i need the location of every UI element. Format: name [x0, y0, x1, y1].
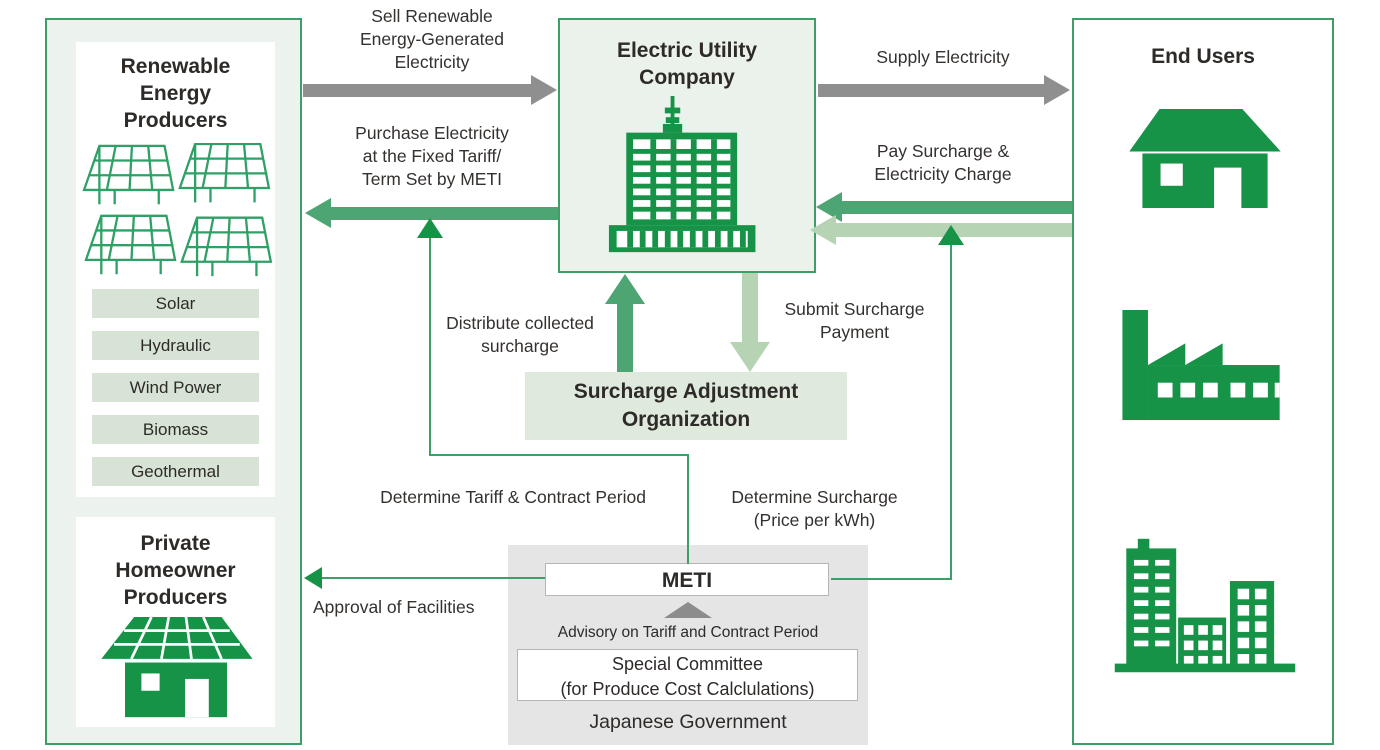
sell-electricity-arrow [303, 75, 557, 105]
surcharge-arrowhead-icon [938, 225, 964, 245]
source-chip-biomass: Biomass [92, 414, 259, 444]
special-committee-box: Special Committee (for Produce Cost Calc… [517, 649, 858, 701]
electric-utility-box: Electric Utility Company [558, 18, 816, 273]
supply-label: Supply Electricity [876, 47, 1010, 67]
producers-panel: Renewable Energy Producers [45, 18, 302, 745]
determine-tariff-label: Determine Tariff & Contract Period [380, 487, 646, 507]
tariff-connector-horizontal [429, 454, 689, 456]
renewable-producers-card: Renewable Energy Producers [76, 42, 275, 497]
approval-connector-horizontal [320, 577, 545, 579]
purchase-label: Purchase Electricity at the Fixed Tariff… [355, 123, 509, 190]
source-chip-geothermal: Geothermal [92, 456, 259, 486]
renewable-producers-title: Renewable Energy Producers [120, 55, 231, 132]
surcharge-connector-vertical [950, 244, 952, 580]
end-users-title: End Users [1151, 45, 1255, 68]
surcharge-organization-box: Surcharge Adjustment Organization [525, 372, 847, 440]
approval-label: Approval of Facilities [313, 597, 475, 617]
electric-utility-title: Electric Utility Company [616, 39, 758, 89]
factory-icon [1122, 310, 1280, 421]
source-chip-hydraulic: Hydraulic [92, 330, 259, 360]
surcharge-organization-title: Surcharge Adjustment Organization [573, 380, 799, 431]
advisory-arrow-icon [664, 602, 712, 618]
purchase-electricity-arrow [305, 198, 558, 228]
tariff-arrowhead-icon [417, 218, 443, 238]
utility-building-icon [608, 95, 756, 252]
end-user-house-icon [1129, 109, 1281, 208]
sell-label: Sell Renewable Energy-Generated Electric… [360, 6, 504, 73]
meti-box: METI [545, 563, 829, 596]
determine-surcharge-label: Determine Surcharge (Price per kWh) [731, 487, 898, 531]
pay-label: Pay Surcharge & Electricity Charge [874, 141, 1012, 185]
source-chip-solar: Solar [92, 288, 259, 318]
tariff-connector-vertical [429, 237, 431, 456]
japanese-government-label: Japanese Government [589, 711, 787, 733]
solar-array-icon [82, 142, 272, 277]
tariff-connector-to-meti [687, 454, 689, 564]
advisory-label: Advisory on Tariff and Contract Period [557, 624, 819, 641]
private-producers-title: Private Homeowner Producers [115, 532, 236, 609]
japanese-government-box: METI Advisory on Tariff and Contract Per… [508, 545, 868, 745]
surcharge-connector-horizontal [831, 578, 952, 580]
source-list: Solar Hydraulic Wind Power Biomass Geoth… [76, 288, 275, 486]
source-chip-wind: Wind Power [92, 372, 259, 402]
city-buildings-icon [1114, 538, 1296, 673]
submit-surcharge-arrow [730, 273, 770, 372]
distribute-surcharge-arrow [605, 274, 645, 372]
private-producers-card: Private Homeowner Producers [76, 517, 275, 727]
house-solar-roof-icon [100, 616, 252, 717]
submit-label: Submit Surcharge Payment [784, 299, 925, 343]
approval-arrowhead-icon [304, 567, 322, 589]
distribute-label: Distribute collected surcharge [446, 313, 594, 357]
supply-electricity-arrow [818, 75, 1070, 105]
end-users-panel: End Users [1072, 18, 1334, 745]
